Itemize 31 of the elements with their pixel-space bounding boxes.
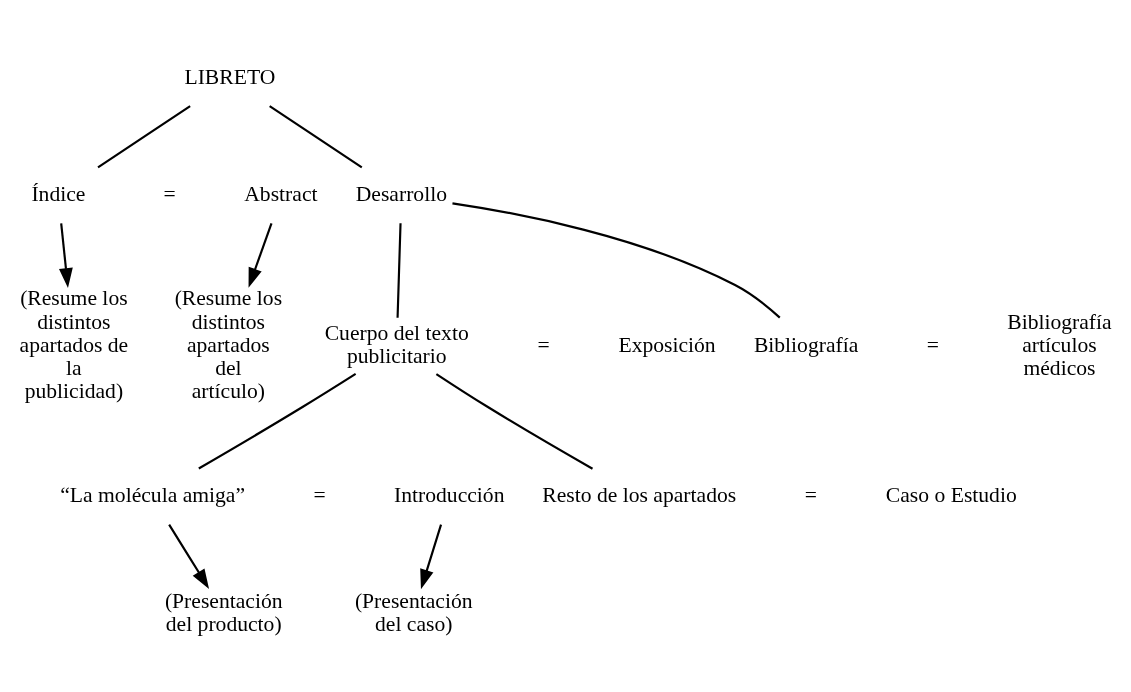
arrow	[248, 222, 273, 288]
node-text: Caso o Estudio	[885, 483, 1017, 508]
label: =	[926, 332, 939, 357]
node-text: Resto de los apartados	[542, 483, 737, 508]
arrow	[420, 524, 443, 590]
node-text: “La molécula amiga”	[60, 483, 246, 508]
node-text: Bibliografía	[753, 332, 859, 357]
connector	[435, 373, 594, 470]
connector	[269, 105, 363, 169]
connector	[97, 105, 191, 169]
label: =	[313, 483, 326, 508]
node-text: Cuerpo del texto publicitario	[324, 321, 469, 369]
label: =	[163, 182, 176, 207]
node-text: Desarrollo	[355, 182, 447, 207]
node-text: Índice	[31, 182, 86, 207]
node-text: Bibliografía artículos médicos	[1007, 309, 1112, 380]
node-text: Abstract	[244, 182, 318, 207]
node-text: Introducción	[394, 483, 505, 508]
node-text: (Presentación del producto)	[164, 589, 283, 637]
connector	[452, 202, 781, 319]
arrow	[59, 223, 73, 288]
label: =	[537, 332, 550, 357]
node-text: (Resume los distintos apartados de la publicidad)	[19, 286, 129, 404]
arrow	[168, 524, 210, 589]
connector	[198, 372, 357, 470]
connector	[396, 223, 402, 318]
node-text: (Resume los distintos apartados del artículo)	[174, 286, 283, 404]
node-text: Exposición	[618, 332, 716, 357]
label: =	[804, 483, 817, 508]
node-text: (Presentación del caso)	[354, 589, 473, 637]
node-text: LIBRETO	[184, 64, 276, 89]
